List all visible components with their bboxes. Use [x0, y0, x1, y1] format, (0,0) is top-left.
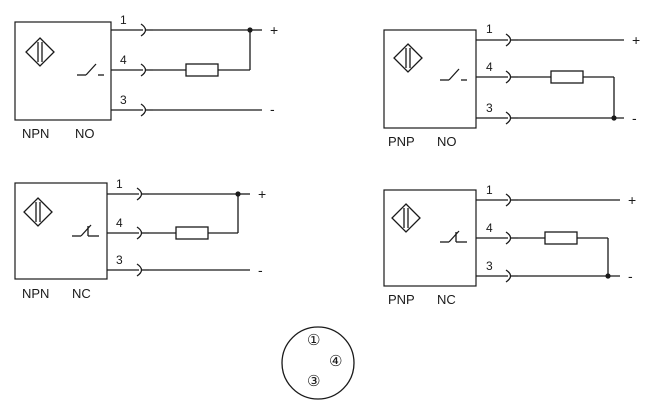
- pin-label: 4: [486, 221, 493, 235]
- plus-label: +: [628, 192, 636, 208]
- connector-pinout: ① ④ ③: [281, 326, 355, 400]
- connector-pin-3: ③: [307, 372, 320, 390]
- pin-label: 1: [120, 13, 127, 27]
- pin-label: 3: [120, 93, 127, 107]
- pin-label: 4: [486, 60, 493, 74]
- switch-nc-icon: [72, 224, 99, 237]
- sensor-icon: [391, 203, 421, 233]
- load-resistor: [544, 231, 578, 245]
- diagram-pnp-nc: 1 4 3 + - PNP NC: [383, 183, 636, 307]
- diagram-npn-no: 1 4 3 + - NPN NO: [14, 13, 278, 141]
- diagram-pnp-no: 1 4 3 + - PNP NO: [383, 22, 640, 149]
- sensor-body: [14, 21, 112, 121]
- plus-label: +: [270, 22, 278, 38]
- load-resistor: [185, 63, 219, 77]
- diagram-npn-nc: 1 4 3 + - NPN NC: [14, 177, 266, 301]
- minus-label: -: [270, 101, 275, 117]
- mode-label: NO: [437, 134, 457, 149]
- pin-label: 1: [486, 22, 493, 36]
- mode-label: NO: [75, 126, 95, 141]
- pin-label: 3: [116, 253, 123, 267]
- pin-label: 3: [486, 259, 493, 273]
- load-resistor: [175, 226, 209, 240]
- minus-label: -: [628, 268, 633, 284]
- switch-no-icon: [77, 63, 104, 76]
- sensor-icon: [393, 43, 423, 73]
- load-resistor: [550, 70, 584, 84]
- plus-label: +: [258, 186, 266, 202]
- sensor-body: [383, 189, 477, 287]
- connector-outline: [281, 326, 355, 400]
- pin-label: 3: [486, 101, 493, 115]
- connector-pin-4: ④: [329, 352, 342, 370]
- sensor-body: [14, 182, 108, 280]
- plus-label: +: [632, 32, 640, 48]
- pin-label: 1: [116, 177, 123, 191]
- switch-no-icon: [440, 68, 467, 81]
- type-label: PNP: [388, 292, 415, 307]
- pin-label: 4: [116, 216, 123, 230]
- type-label: PNP: [388, 134, 415, 149]
- type-label: NPN: [22, 126, 49, 141]
- sensor-icon: [25, 37, 55, 67]
- switch-nc-icon: [440, 230, 467, 243]
- minus-label: -: [258, 262, 263, 278]
- connector-pin-1: ①: [307, 331, 320, 349]
- sensor-icon: [23, 197, 53, 227]
- mode-label: NC: [437, 292, 456, 307]
- minus-label: -: [632, 110, 637, 126]
- pin-label: 4: [120, 53, 127, 67]
- sensor-body: [383, 29, 477, 129]
- type-label: NPN: [22, 286, 49, 301]
- pin-label: 1: [486, 183, 493, 197]
- mode-label: NC: [72, 286, 91, 301]
